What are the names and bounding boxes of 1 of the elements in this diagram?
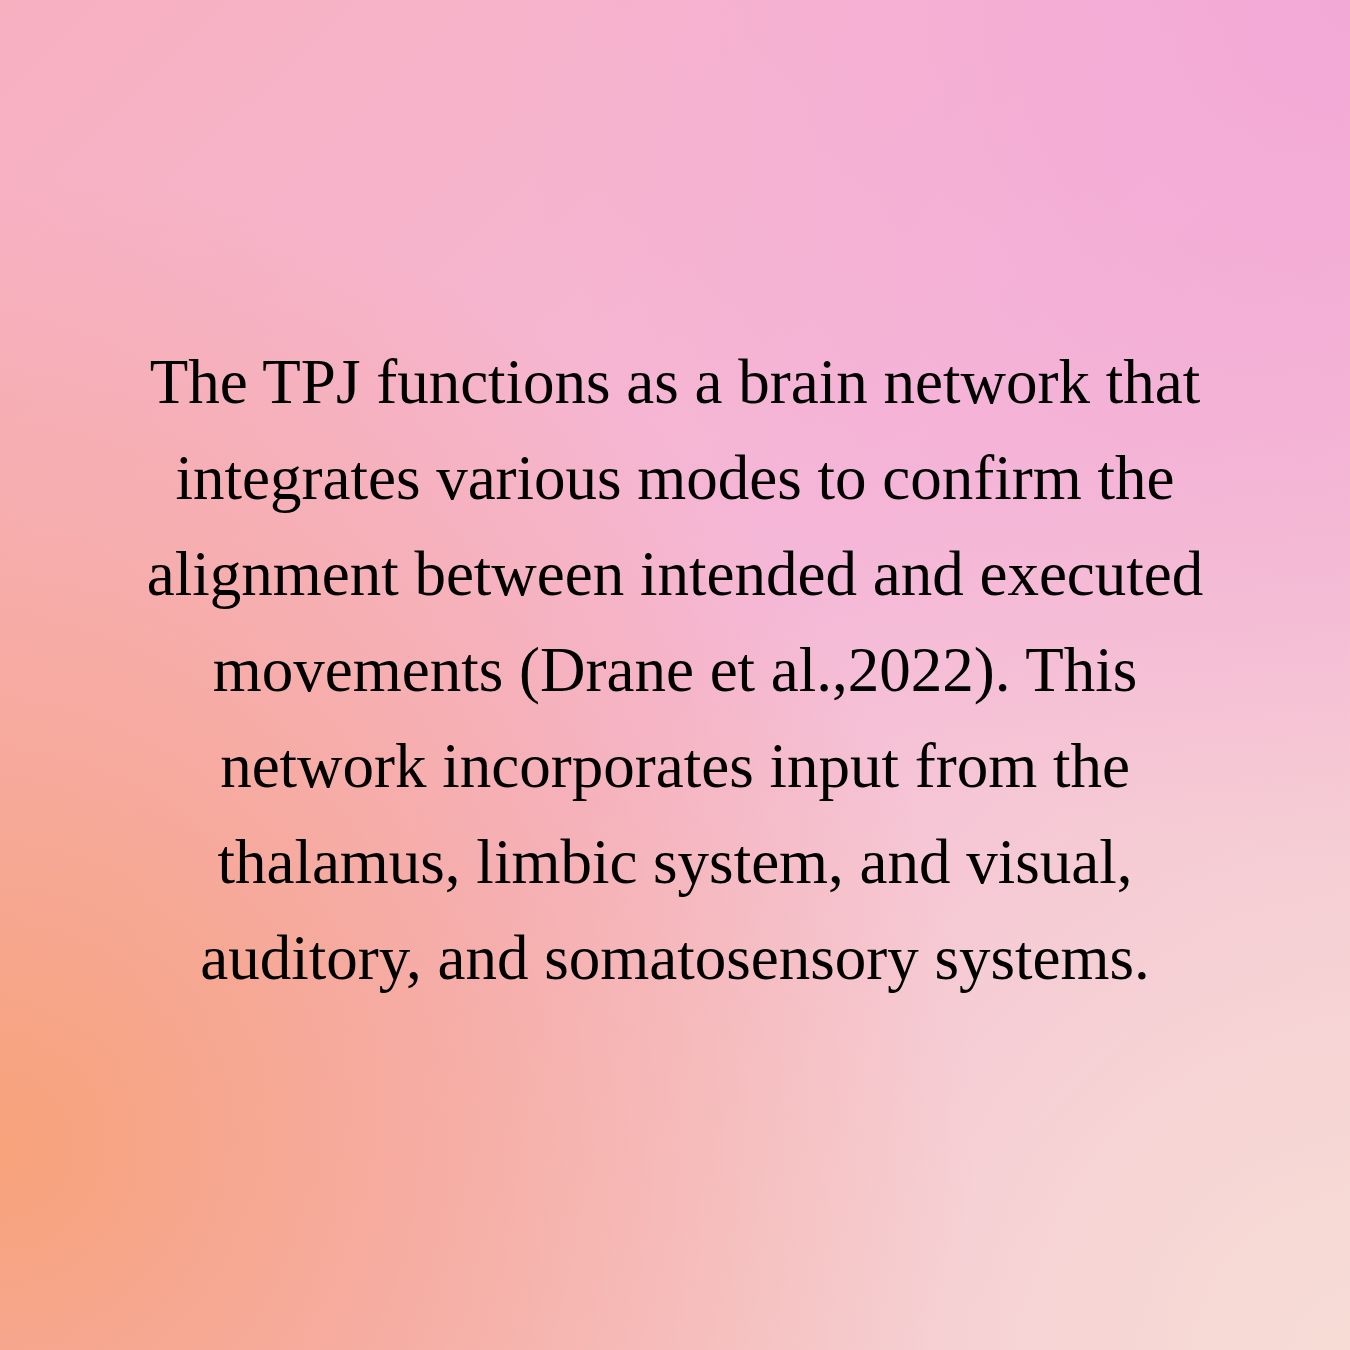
paragraph-text: The TPJ functions as a brain network that integrates various modes to confirm the alignment between intended and executed movements (Drane et al.,2022). This network incorporates input from the thalamus, limbic system, and visual, auditory, and somatosensory systems.: [145, 346, 1205, 995]
